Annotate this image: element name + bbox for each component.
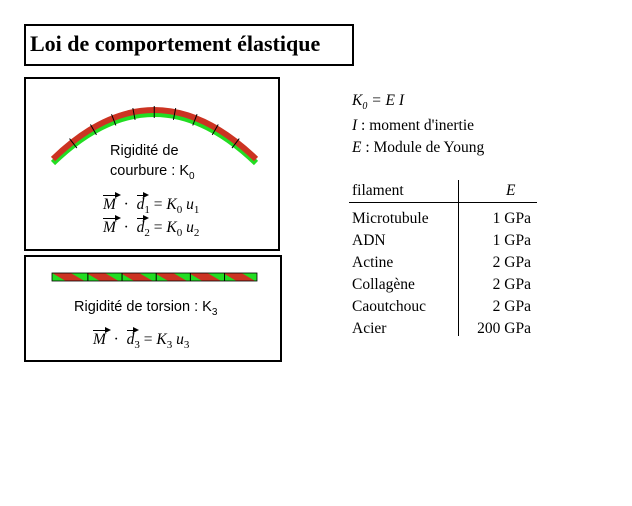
equals-sign: = xyxy=(153,196,167,213)
torsion-panel xyxy=(24,255,282,362)
filament-tick xyxy=(111,114,117,126)
table-cell-modulus: 200 GPa xyxy=(477,320,531,337)
table-header-E: E xyxy=(506,182,516,199)
filament-tick xyxy=(231,138,240,149)
twist-stripe xyxy=(154,273,187,281)
inertia-text: : moment d'inertie xyxy=(357,117,475,134)
filament-tick xyxy=(192,114,198,126)
strain-symbol: u xyxy=(186,196,194,213)
bending-label-line2: courbure : K0 xyxy=(110,163,195,182)
director-vector: d xyxy=(136,215,149,236)
torsion-label: Rigidité de torsion : K3 xyxy=(74,299,217,318)
equals-sign: = xyxy=(153,219,167,236)
director-index: 1 xyxy=(144,204,150,217)
strain-index: 2 xyxy=(193,227,200,240)
table-cell-modulus: 2 GPa xyxy=(492,298,531,315)
inertia-symbol: I xyxy=(352,117,358,134)
twist-stripe xyxy=(188,273,222,281)
stiffness-index: 0 xyxy=(176,227,183,240)
filament-tick xyxy=(69,138,78,149)
formula-K: K xyxy=(352,92,363,109)
table-header-rule xyxy=(349,202,537,203)
filament-tick xyxy=(172,107,177,120)
table-cell-filament: Acier xyxy=(352,320,387,337)
table-cell-modulus: 1 GPa xyxy=(492,210,531,227)
page-title: Loi de comportement élastique xyxy=(30,31,321,56)
formula-rhs: = E I xyxy=(371,92,405,109)
strain-index: 3 xyxy=(183,339,190,352)
torsion-label-sub: 3 xyxy=(211,306,218,318)
twisted-filament-red-strand xyxy=(52,273,256,281)
young-definition: E : Module de Young xyxy=(352,139,484,157)
strain-symbol: u xyxy=(186,219,194,236)
strain-symbol: u xyxy=(176,331,184,348)
filament-tick xyxy=(89,124,97,136)
moment-vector: M xyxy=(103,215,121,236)
filament-tick xyxy=(211,124,219,136)
stiffness-index: 0 xyxy=(176,204,183,217)
table-cell-filament: ADN xyxy=(352,232,386,249)
table-cell-modulus: 2 GPa xyxy=(492,254,531,271)
filament-tick xyxy=(132,107,136,120)
bent-filament-illustration xyxy=(50,106,259,166)
twist-stripe xyxy=(52,273,85,281)
stiffness-index: 3 xyxy=(166,339,173,352)
stiffness-formula: K0 = E I xyxy=(352,92,404,112)
dot-operator: · xyxy=(109,331,123,348)
stiffness-symbol: K xyxy=(166,219,177,236)
moment-vector: M xyxy=(93,327,111,348)
twist-stripe xyxy=(222,273,256,281)
title-box xyxy=(24,24,354,66)
moment-vector: M xyxy=(103,192,121,213)
formula-K-sub: 0 xyxy=(362,101,368,113)
stiffness-symbol: K xyxy=(166,196,177,213)
inertia-definition: I : moment d'inertie xyxy=(352,117,474,135)
torsion-label-text: Rigidité de torsion : K xyxy=(74,299,212,315)
twisted-filament-segment-ticks xyxy=(87,273,226,281)
table-header-filament: filament xyxy=(352,182,404,199)
equals-sign: = xyxy=(143,331,157,348)
bent-filament-segment-ticks xyxy=(69,106,240,149)
table-cell-filament: Actine xyxy=(352,254,394,271)
bending-equation-2: M · d2 = K0 u2 xyxy=(103,215,200,240)
bending-equation-1: M · d1 = K0 u1 xyxy=(103,192,200,217)
bending-panel xyxy=(24,77,280,251)
table-cell-filament: Collagène xyxy=(352,276,415,293)
director-vector: d xyxy=(126,327,139,348)
twisted-filament-outline xyxy=(51,272,258,282)
bending-label-sub: 0 xyxy=(189,170,195,182)
bending-label-line1: Rigidité de xyxy=(110,143,179,159)
twisted-filament-green-strand xyxy=(52,273,257,281)
dot-operator: · xyxy=(119,219,133,236)
dot-operator: · xyxy=(119,196,133,213)
table-cell-modulus: 1 GPa xyxy=(492,232,531,249)
bending-label-text: courbure : K xyxy=(110,163,189,179)
director-vector: d xyxy=(136,192,149,213)
strain-index: 1 xyxy=(193,204,200,217)
stiffness-symbol: K xyxy=(156,331,167,348)
twist-stripe xyxy=(120,273,153,281)
table-vertical-rule xyxy=(458,180,459,336)
director-index: 2 xyxy=(144,227,150,240)
table-cell-filament: Caoutchouc xyxy=(352,298,427,315)
table-cell-modulus: 2 GPa xyxy=(492,276,531,293)
twisted-filament-illustration xyxy=(51,272,258,282)
twist-stripe xyxy=(86,273,119,281)
torsion-equation: M · d3 = K3 u3 xyxy=(93,327,190,352)
director-index: 3 xyxy=(134,339,140,352)
young-symbol: E xyxy=(352,139,362,156)
table-cell-filament: Microtubule xyxy=(352,210,429,227)
young-text: : Module de Young xyxy=(361,139,485,156)
